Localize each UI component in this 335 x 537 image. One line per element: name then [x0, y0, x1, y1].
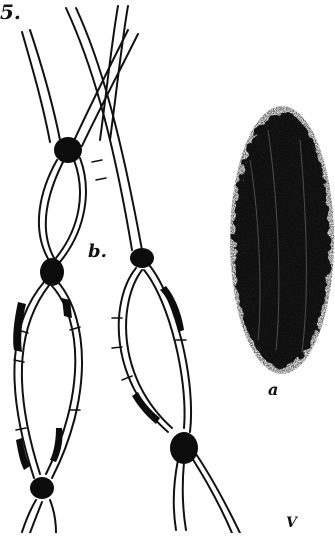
node-left-top	[54, 137, 82, 163]
dark-nodes	[13, 137, 198, 499]
filament-chain-right	[66, 6, 240, 533]
figure-number: 5.	[0, 2, 21, 22]
node-left-bottom	[30, 477, 54, 499]
node-left-middle	[40, 258, 64, 286]
label-v: V	[286, 516, 297, 530]
filament-chain-left	[14, 30, 138, 533]
label-a: a	[268, 382, 278, 398]
label-b: b.	[88, 243, 107, 261]
node-right-top	[130, 248, 154, 268]
spore-a	[230, 106, 334, 374]
node-right-bottom	[170, 432, 198, 464]
